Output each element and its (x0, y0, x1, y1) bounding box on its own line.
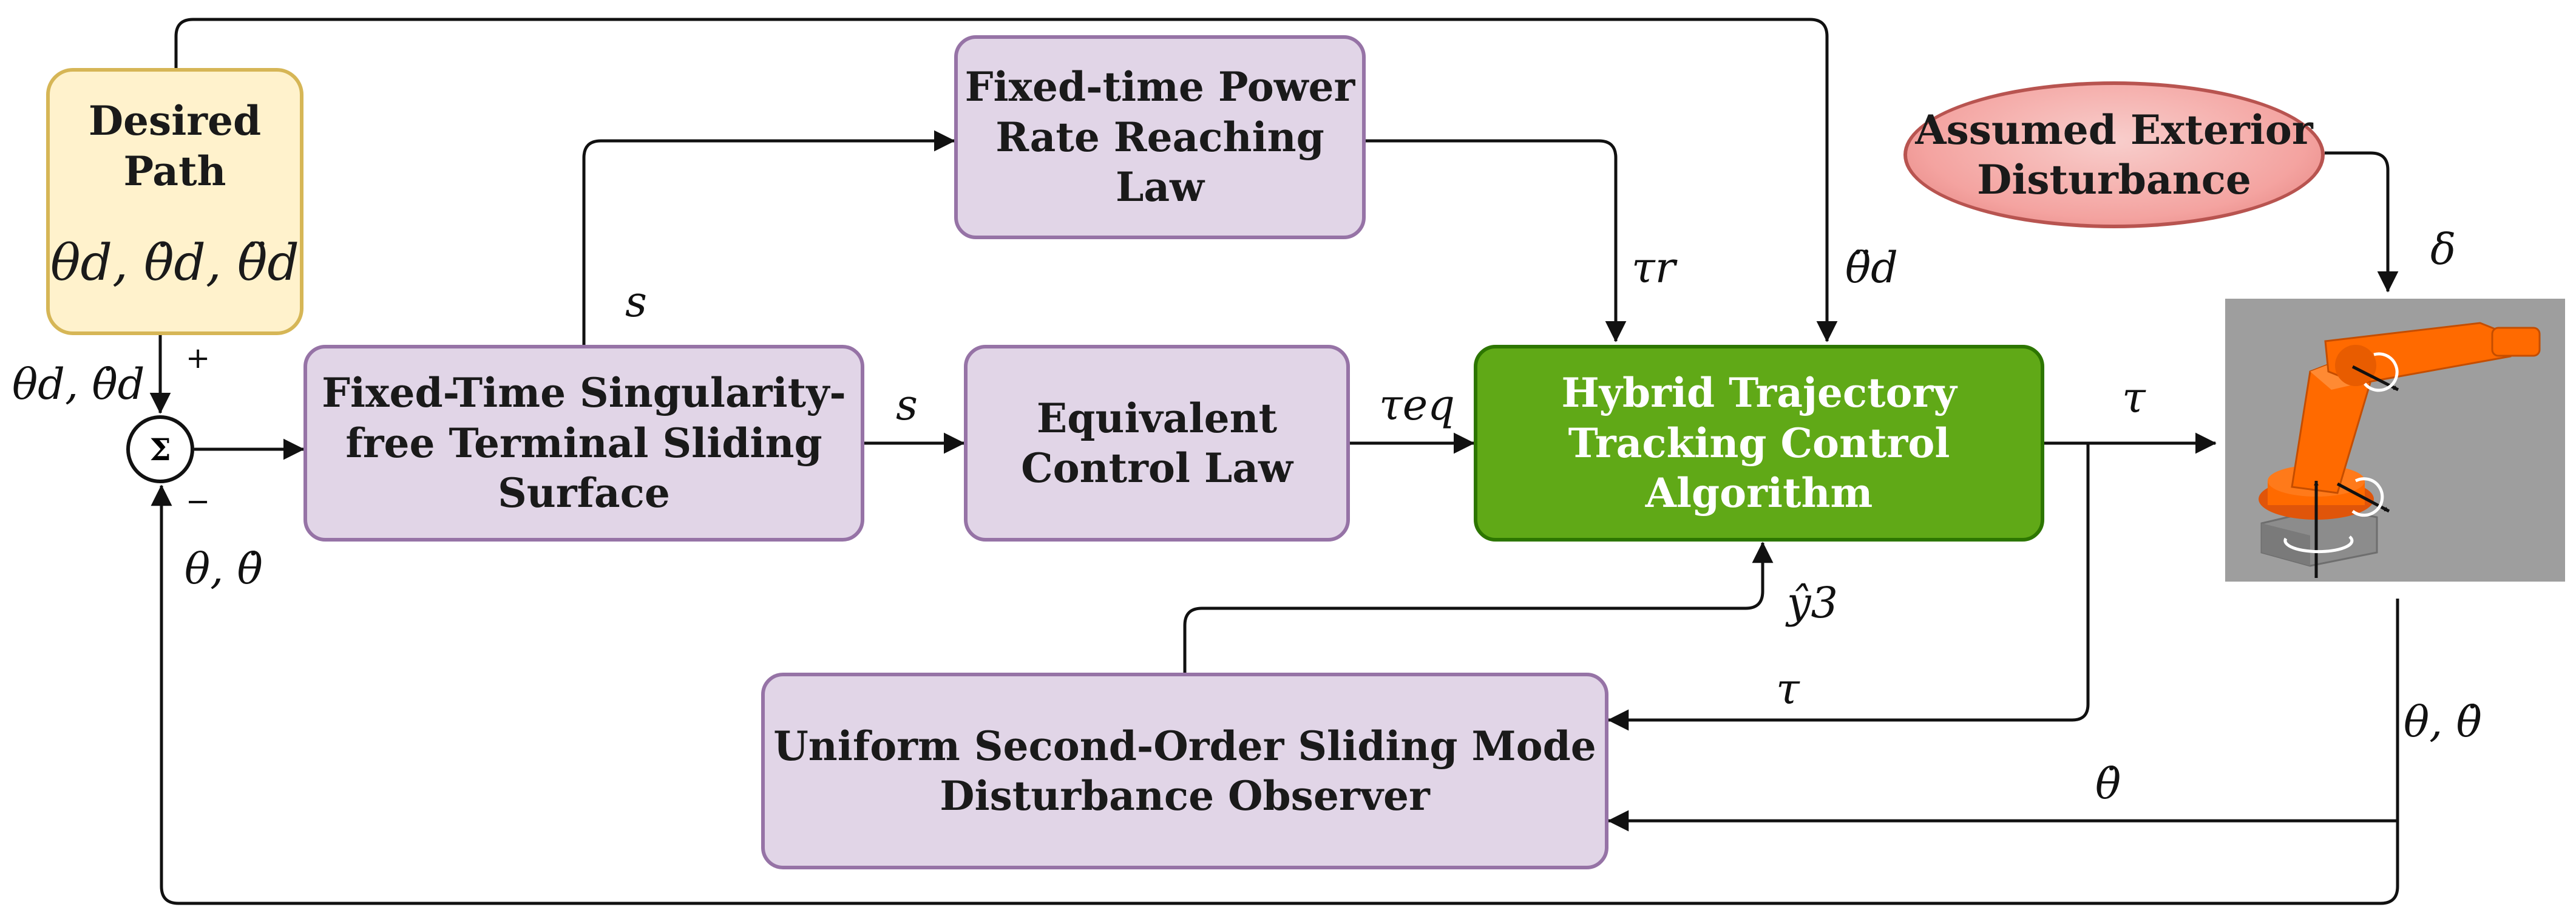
sum-plus-sign: + (186, 341, 211, 375)
disturbance-ellipse: Assumed Exterior Disturbance (1903, 81, 2325, 228)
robot-rotation-arrows (2283, 352, 2399, 554)
label-s-up: s (625, 277, 647, 327)
reaching-line2: Rate Reaching Law (995, 113, 1324, 211)
observer-block: Uniform Second-Order Sliding Mode Distur… (761, 673, 1608, 869)
label-y3-hat: ŷ3 (1787, 578, 1839, 628)
disturbance-line1: Assumed Exterior (1915, 106, 2313, 154)
sum-symbol: Σ (149, 431, 171, 467)
label-feedback-right: θ, θ̇ (2404, 697, 2482, 747)
wire-tau-to-observer (1607, 443, 2090, 731)
equivalent-control-block: Equivalent Control Law (964, 345, 1350, 542)
label-tau-eq: τeq (1379, 380, 1455, 430)
surface-line1: Fixed-Time Singularity- (322, 369, 846, 417)
observer-line1: Uniform Second-Order Sliding Mode (773, 722, 1596, 770)
wire-disturbance-to-robot (2325, 151, 2399, 293)
label-thetadot-feedback: θ̇ (2095, 759, 2121, 809)
hybrid-line2: Tracking Control (1568, 419, 1950, 467)
disturbance-line2: Disturbance (1977, 156, 2251, 203)
label-tau-feedback: τ (1776, 664, 1800, 714)
robot-arm (2259, 322, 2541, 567)
hybrid-line3: Algorithm (1645, 469, 1873, 517)
desired-path-block: Desired Path θd, θ̇d, θ̈d (46, 68, 303, 335)
observer-line2: Disturbance Observer (940, 772, 1430, 820)
reaching-law-block: Fixed-time Power Rate Reaching Law (954, 35, 1366, 239)
equivalent-line2: Control Law (1021, 444, 1293, 492)
equivalent-line1: Equivalent (1036, 394, 1278, 442)
label-reference: θd, θ̇d (12, 359, 145, 409)
wire-reaching-to-hybrid (1366, 139, 1627, 342)
label-s-right: s (896, 380, 918, 430)
surface-line2: free Terminal Sliding (345, 419, 822, 467)
label-feedback-left: θ, θ̇ (185, 544, 263, 594)
wire-accel-reference (174, 18, 1838, 342)
label-tau-r: τr (1632, 243, 1676, 293)
robot-arm-image (2225, 299, 2565, 582)
wire-observer-to-hybrid (1183, 542, 1774, 673)
label-delta: δ (2430, 225, 2456, 274)
summing-junction: Σ (126, 415, 194, 483)
desired-path-title-line2: Path (123, 147, 226, 195)
label-tau-out: τ (2122, 373, 2146, 423)
hybrid-controller-block: Hybrid Trajectory Tracking Control Algor… (1474, 345, 2044, 542)
fixed-time-surface-block: Fixed-Time Singularity- free Terminal Sl… (303, 345, 864, 542)
wire-feedback-loop (151, 484, 2399, 905)
hybrid-line1: Hybrid Trajectory (1561, 369, 1957, 417)
surface-line3: Surface (498, 469, 670, 517)
reaching-line1: Fixed-time Power (964, 63, 1355, 111)
label-theta-dd-d: θ̈d (1845, 243, 1898, 293)
desired-path-title-line1: Desired (88, 97, 262, 144)
wire-surface-to-reaching (582, 130, 955, 345)
sum-minus-sign: − (186, 484, 211, 518)
desired-path-signals: θd, θ̇d, θ̈d (50, 234, 299, 292)
